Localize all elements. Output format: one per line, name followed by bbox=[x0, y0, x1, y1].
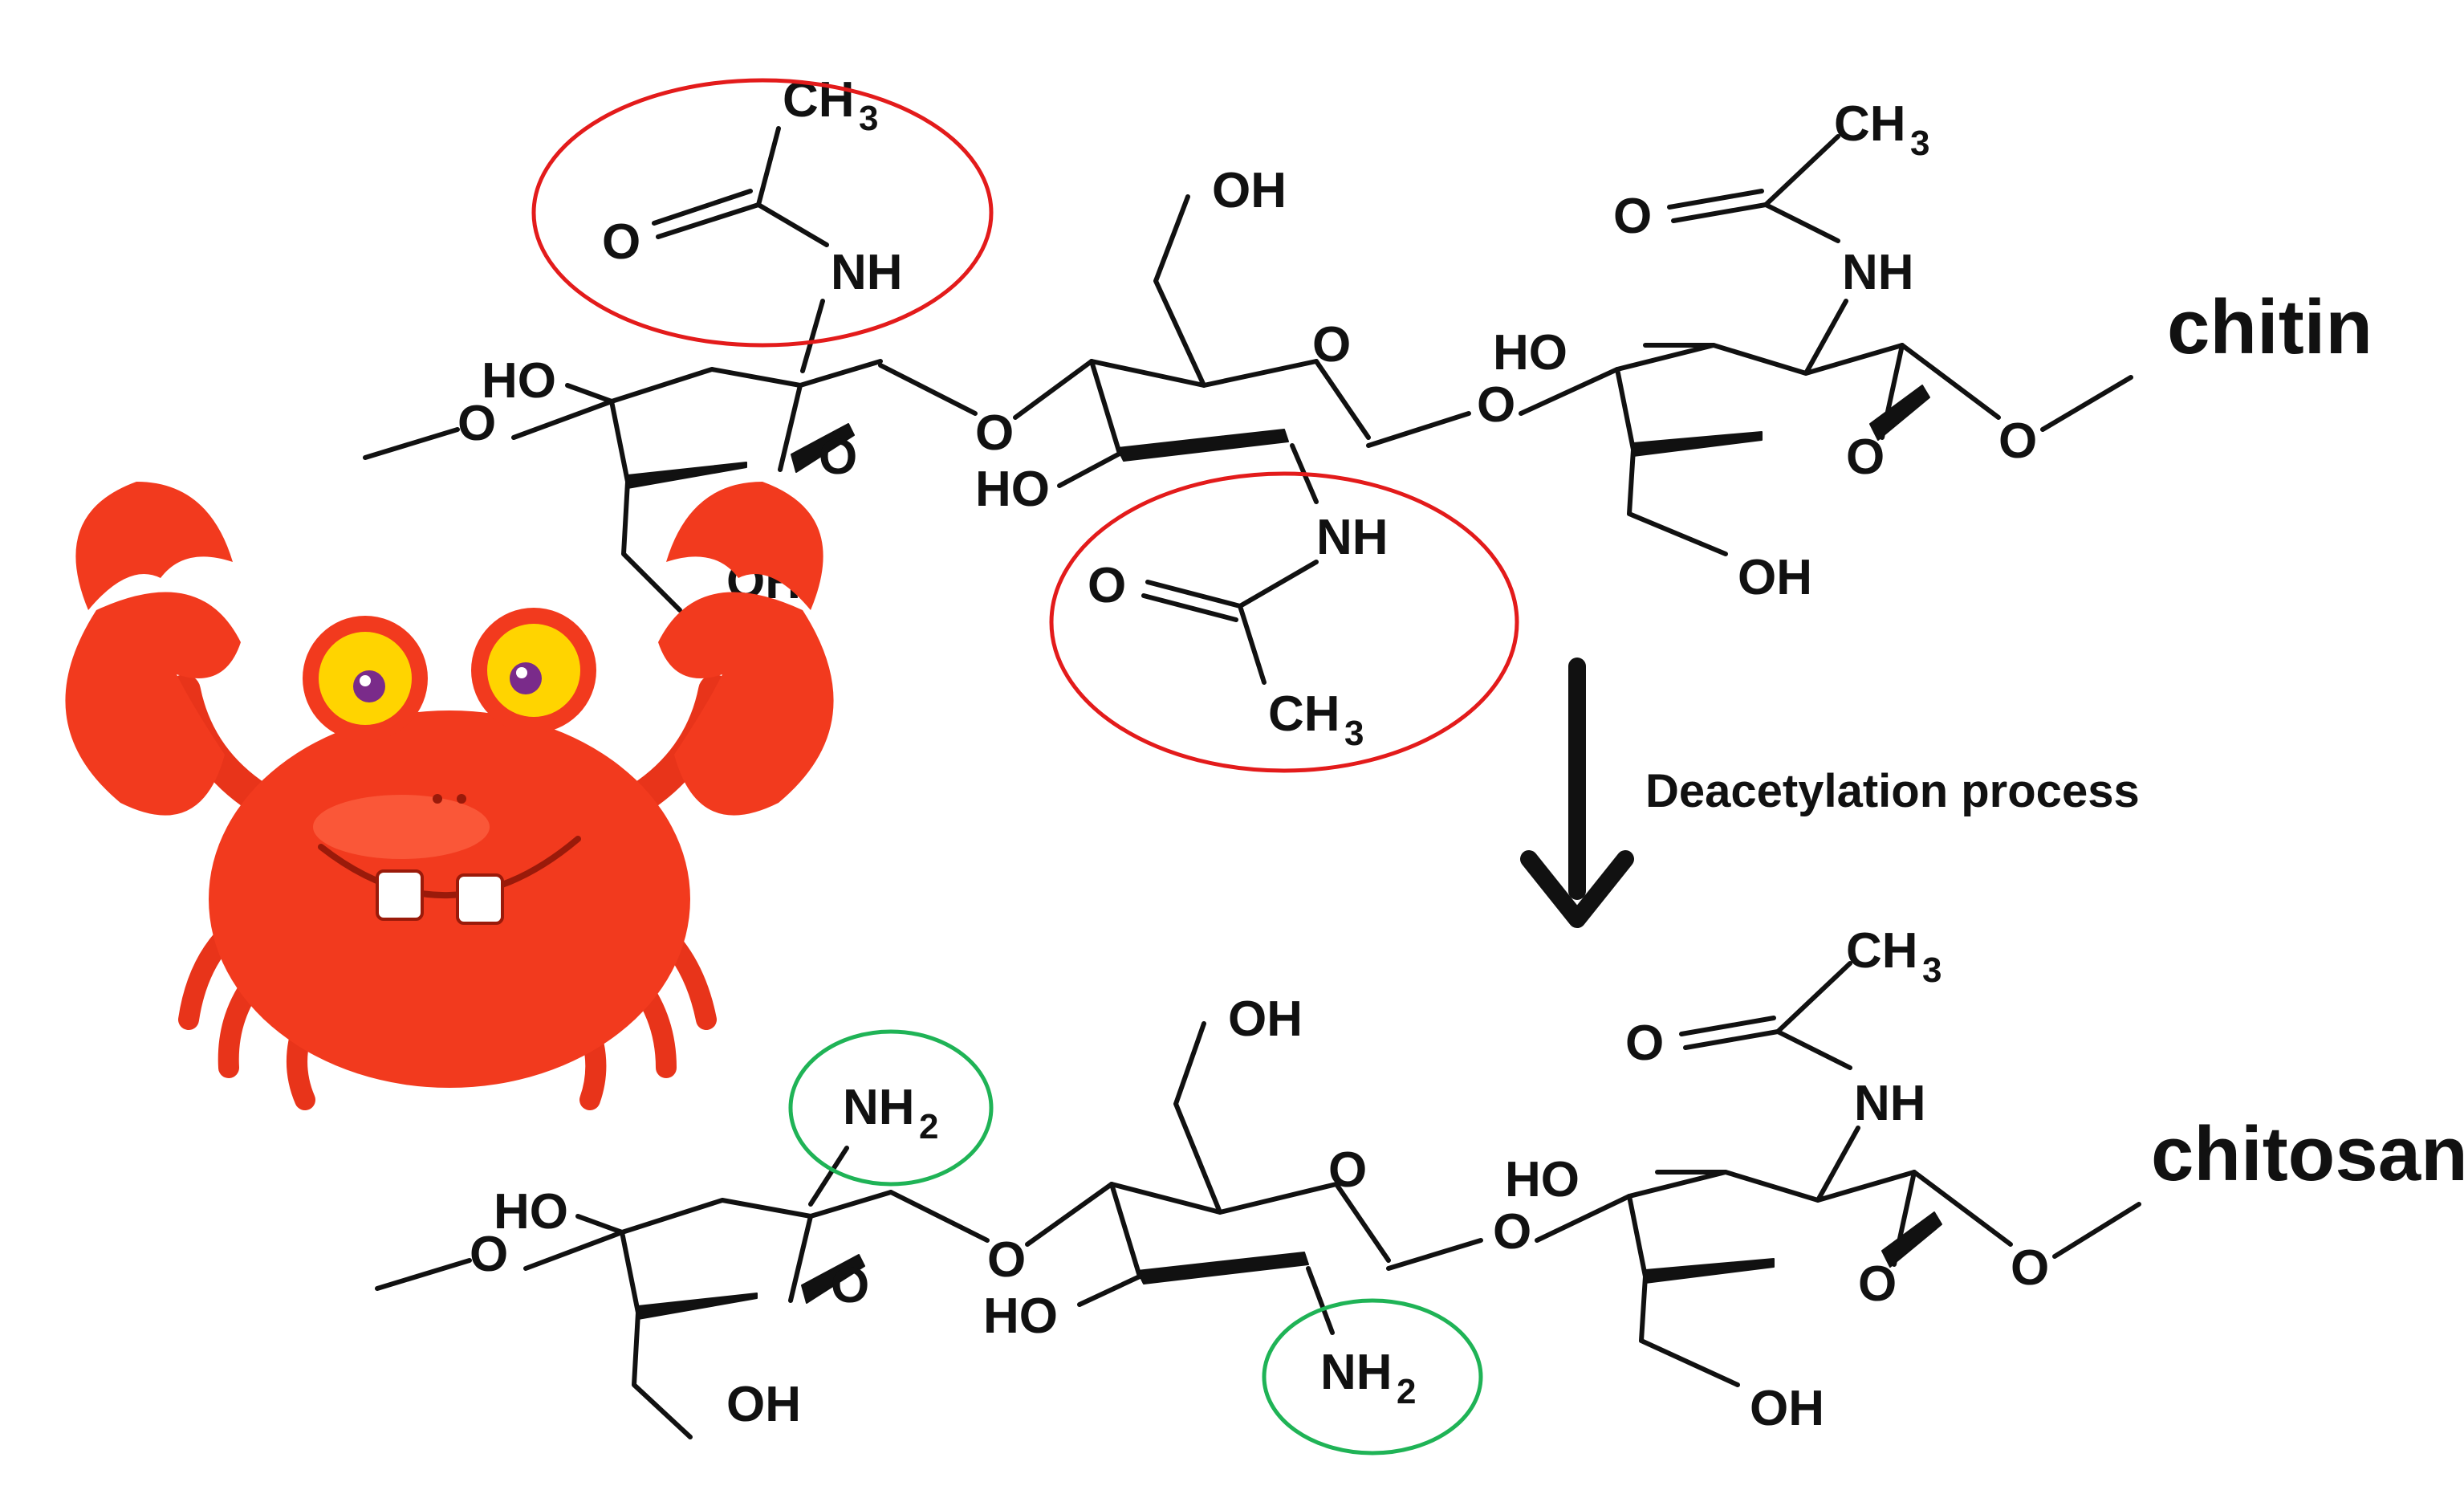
amine-highlight-circle bbox=[1262, 1298, 1483, 1455]
atom-sub: 2 bbox=[1397, 1372, 1416, 1411]
chitin-label: chitin bbox=[2167, 284, 2373, 370]
atom-nh: NH bbox=[1320, 1345, 1393, 1400]
atom-sub: 3 bbox=[1344, 714, 1364, 753]
atom-ho: HO bbox=[975, 462, 1050, 517]
chitosan-structure: O HO O OH NH 2 O OH O HO NH 2 bbox=[375, 923, 2464, 1455]
atom-o: O bbox=[1858, 1256, 1897, 1312]
atom-o: O bbox=[2011, 1240, 2049, 1296]
atom-ch: CH bbox=[1834, 96, 1906, 152]
atom-ho: HO bbox=[1505, 1152, 1580, 1207]
atom-nh: NH bbox=[831, 245, 903, 300]
atom-ch: CH bbox=[1846, 923, 1918, 979]
atom-o: O bbox=[975, 405, 1014, 461]
atom-o: O bbox=[1493, 1204, 1531, 1260]
atom-o: O bbox=[1477, 377, 1515, 433]
atom-nh: NH bbox=[1842, 245, 1914, 300]
reaction-arrow bbox=[1520, 658, 1634, 928]
atom-o: O bbox=[457, 396, 496, 451]
chitin-structure: O HO O OH NH O CH 3 O OH O HO bbox=[363, 72, 2373, 773]
acetyl-highlight-circle bbox=[1049, 471, 1519, 773]
atom-o: O bbox=[1613, 189, 1652, 244]
atom-o: O bbox=[1998, 413, 2037, 469]
atom-nh: NH bbox=[1854, 1076, 1926, 1131]
atom-o: O bbox=[1328, 1142, 1367, 1198]
atom-o: O bbox=[1312, 317, 1351, 373]
atom-o: O bbox=[1846, 430, 1885, 485]
atom-ho: HO bbox=[1493, 325, 1567, 381]
chitosan-label: chitosan bbox=[2151, 1111, 2464, 1197]
atom-ch: CH bbox=[1268, 686, 1340, 742]
atom-o: O bbox=[831, 1258, 869, 1313]
crab-illustration bbox=[65, 482, 834, 1110]
atom-oh: OH bbox=[1750, 1381, 1824, 1436]
atom-o: O bbox=[1088, 558, 1126, 613]
atom-o: O bbox=[819, 430, 857, 485]
atom-sub: 3 bbox=[1910, 124, 1929, 163]
atom-sub: 2 bbox=[919, 1107, 938, 1146]
atom-ho: HO bbox=[494, 1184, 568, 1240]
atom-ho: HO bbox=[482, 353, 556, 409]
process-label: Deacetylation process bbox=[1645, 765, 2140, 817]
atom-o: O bbox=[470, 1227, 508, 1282]
atom-sub: 3 bbox=[859, 99, 878, 138]
atom-oh: OH bbox=[1212, 163, 1287, 218]
atom-oh: OH bbox=[1738, 550, 1812, 605]
atom-o: O bbox=[602, 214, 640, 270]
atom-o: O bbox=[987, 1232, 1026, 1288]
atom-nh: NH bbox=[843, 1080, 915, 1135]
acetyl-highlight-circle bbox=[531, 78, 994, 348]
atom-o: O bbox=[1625, 1016, 1664, 1071]
atom-oh: OH bbox=[1228, 991, 1303, 1047]
atom-nh: NH bbox=[1316, 510, 1389, 565]
atom-ho: HO bbox=[983, 1289, 1058, 1344]
amine-highlight-circle bbox=[788, 1029, 994, 1187]
atom-sub: 3 bbox=[1922, 951, 1942, 990]
atom-oh: OH bbox=[726, 1377, 801, 1432]
